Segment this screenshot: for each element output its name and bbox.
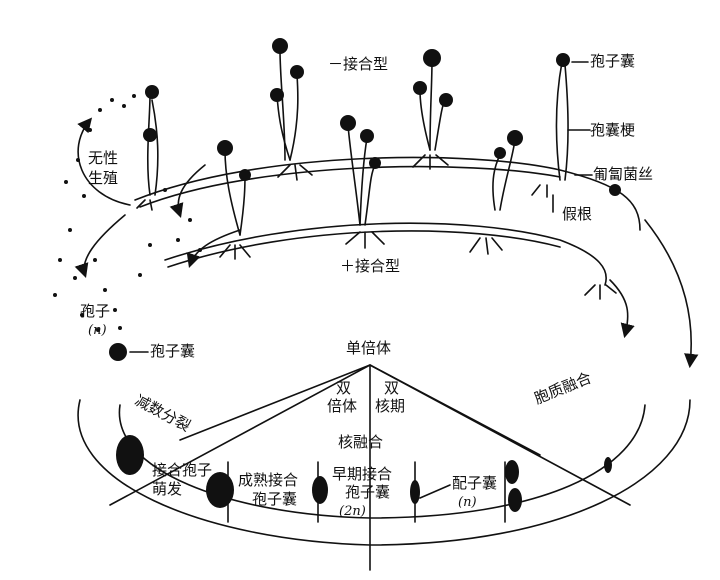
left-diag	[109, 364, 371, 506]
stolon-label: 匍匐菌丝	[593, 165, 654, 183]
asexual-label-line2: 生殖	[88, 169, 119, 187]
minus-mating-type-label: －接合型	[328, 55, 389, 73]
plus-stolon	[164, 222, 607, 286]
plus-stolon-inner	[167, 230, 561, 268]
diploid-label-line2: 倍体	[327, 397, 358, 415]
asexual-arrow-3	[169, 164, 206, 219]
mature-zygosporangium-line2: 孢子囊	[252, 490, 298, 508]
sporangiophore-label: 孢囊梗	[590, 121, 636, 139]
early-ploidy-label: (2n)	[339, 504, 366, 519]
gametangium-ploidy-label: (n)	[458, 495, 477, 510]
asexual-label-line1: 无性	[88, 149, 119, 167]
early-zygosporangium-line2: 孢子囊	[345, 483, 391, 501]
karyogamy-label: 核融合	[338, 433, 384, 451]
plus-mating-type-label: ＋接合型	[340, 257, 401, 275]
rhizoid-label: 假根	[562, 205, 593, 223]
zygospore-germination-line2: 萌发	[152, 480, 183, 498]
diploid-label-line1: 双	[336, 379, 352, 397]
sporangium-left-label: 孢子囊	[150, 342, 196, 360]
asexual-arrow-4	[186, 229, 241, 269]
gametangium-label: 配子囊	[452, 474, 498, 492]
asexual-arrow-1	[77, 117, 131, 206]
zygospore-germination-line1: 接合孢子	[152, 461, 213, 479]
dikaryon-label-line2: 核期	[375, 397, 406, 415]
asexual-arrow-2	[74, 214, 126, 279]
dikaryon-label-line1: 双	[384, 379, 400, 397]
right-arrow-outer	[644, 219, 699, 369]
early-zygosporangium-line1: 早期接合	[332, 465, 393, 483]
haploid-label: 单倍体	[346, 339, 392, 357]
mature-zygosporangium-line1: 成熟接合	[238, 471, 299, 489]
spore-label: 孢子	[80, 302, 111, 320]
right-diag	[369, 364, 631, 506]
minus-stolon-inner	[139, 165, 561, 208]
spore-ploidy-label: (n)	[88, 323, 107, 338]
sporangium-top-label: 孢子囊	[590, 52, 636, 70]
right-arrow-inner	[609, 279, 635, 339]
